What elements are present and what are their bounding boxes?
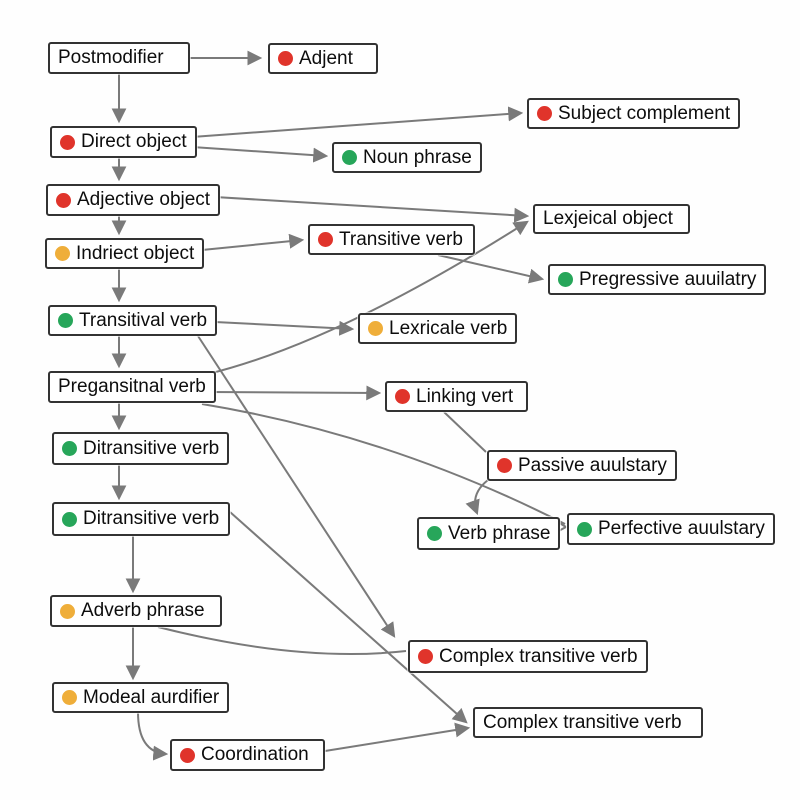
edge-ditransitive-verb-2-to-complex-transitive-verb-2 [229,511,468,724]
node-label: Ditransitive verb [83,508,220,529]
orange-status-dot-icon [55,246,70,261]
edge-transitival-verb-to-lexricale-verb [214,320,355,336]
node-label: Ditransitive verb [83,437,220,459]
green-status-dot-icon [58,313,73,328]
orange-status-dot-icon [368,321,383,336]
node-adverb-phrase[interactable]: Adverb phrase [50,595,222,627]
red-status-dot-icon [60,134,75,150]
edge-transitival-verb-to-complex-transitive-verb-1 [197,335,396,638]
node-passive-auulstary[interactable]: Passive auulstary [487,450,677,481]
orange-status-dot-icon [62,690,77,705]
node-transitival-verb[interactable]: Transitival verb [48,305,218,336]
node-label: Coordination [201,744,309,765]
node-label: Transitival verb [79,309,208,331]
node-ditransitive-verb-2[interactable]: Ditransitive verb [52,502,230,536]
node-perfective-auulstary[interactable]: Perfective auulstary [567,513,775,545]
red-status-dot-icon [395,389,410,404]
edge-transitive-verb-to-pregressive-auuilatry [437,254,545,284]
node-label: Complex transitive verb [439,645,638,667]
red-status-dot-icon [56,192,71,208]
node-label: Pregansitnal verb [58,376,206,397]
green-status-dot-icon [577,521,592,537]
node-label: Postmodifier [58,47,164,68]
node-label: Adverb phrase [81,600,205,621]
edge-passive-auulstary-to-verb-phrase [465,479,489,516]
orange-status-dot-icon [60,603,75,619]
edge-adjective-object-to-lexjeical-object [214,196,530,223]
green-status-dot-icon [342,150,357,165]
node-complex-transitive-verb-1[interactable]: Complex transitive verb [408,640,648,673]
node-adjent[interactable]: Adjent [268,43,378,74]
edge-adverb-phrase-to-complex-transitive-verb-1 [157,626,407,655]
node-label: Indriect object [76,242,195,264]
node-pregressive-auuilatry[interactable]: Pregressive auuilatry [548,264,767,295]
node-postmodifier[interactable]: Postmodifier [48,42,190,74]
edge-coordination-to-complex-transitive-verb-2 [324,722,471,752]
node-label: Transitive verb [339,228,463,250]
node-label: Passive auulstary [518,454,667,476]
node-label: Lexjeical object [543,208,673,229]
edge-linking-vert-to-passive-auulstary [443,411,487,453]
edge-pregansitnal-verb-to-linking-vert [207,385,382,401]
edge-direct-object-to-subject-complement [191,106,524,138]
green-status-dot-icon [62,441,77,456]
node-label: Lexricale verb [389,317,508,339]
node-pregansitnal-verb[interactable]: Pregansitnal verb [48,371,216,403]
green-status-dot-icon [62,511,77,527]
edge-direct-object-to-noun-phrase [191,146,329,163]
node-label: Adjective object [77,189,211,210]
node-adjective-object[interactable]: Adjective object [46,184,221,216]
red-status-dot-icon [418,649,433,664]
node-noun-phrase[interactable]: Noun phrase [332,142,482,173]
node-label: Perfective auulstary [598,518,765,539]
node-linking-vert[interactable]: Linking vert [385,381,528,412]
node-lexricale-verb[interactable]: Lexricale verb [358,313,518,344]
node-modeal-aurdifier[interactable]: Modeal aurdifier [52,682,230,713]
node-label: Direct object [81,131,187,152]
node-label: Adjent [299,47,353,69]
green-status-dot-icon [427,526,442,541]
red-status-dot-icon [180,747,195,763]
node-label: Pregressive auuilatry [579,268,757,290]
node-indriect-object[interactable]: Indriect object [45,238,205,269]
edge-pregansitnal-verb-to-perfective-auulstary [201,403,566,525]
node-verb-phrase[interactable]: Verb phrase [417,517,561,550]
node-subject-complement[interactable]: Subject complement [527,98,741,129]
edge-modeal-aurdifier-to-coordination [137,711,169,761]
edge-pregansitnal-verb-to-lexjeical-object [207,220,529,375]
node-transitive-verb[interactable]: Transitive verb [308,224,475,255]
node-lexjeical-object[interactable]: Lexjeical object [533,204,690,234]
green-status-dot-icon [558,272,573,287]
node-label: Noun phrase [363,146,472,168]
node-coordination[interactable]: Coordination [170,739,325,771]
node-label: Modeal aurdifier [83,686,220,708]
node-direct-object[interactable]: Direct object [50,126,197,158]
node-label: Linking vert [416,385,514,407]
red-status-dot-icon [318,232,333,247]
node-label: Subject complement [558,102,731,124]
node-complex-transitive-verb-2[interactable]: Complex transitive verb [473,707,703,738]
node-label: Verb phrase [448,522,551,544]
node-ditransitive-verb-1[interactable]: Ditransitive verb [52,432,230,465]
edge-indriect-object-to-transitive-verb [201,233,305,251]
node-label: Complex transitive verb [483,711,682,733]
red-status-dot-icon [497,458,512,473]
red-status-dot-icon [278,51,293,66]
red-status-dot-icon [537,106,552,121]
